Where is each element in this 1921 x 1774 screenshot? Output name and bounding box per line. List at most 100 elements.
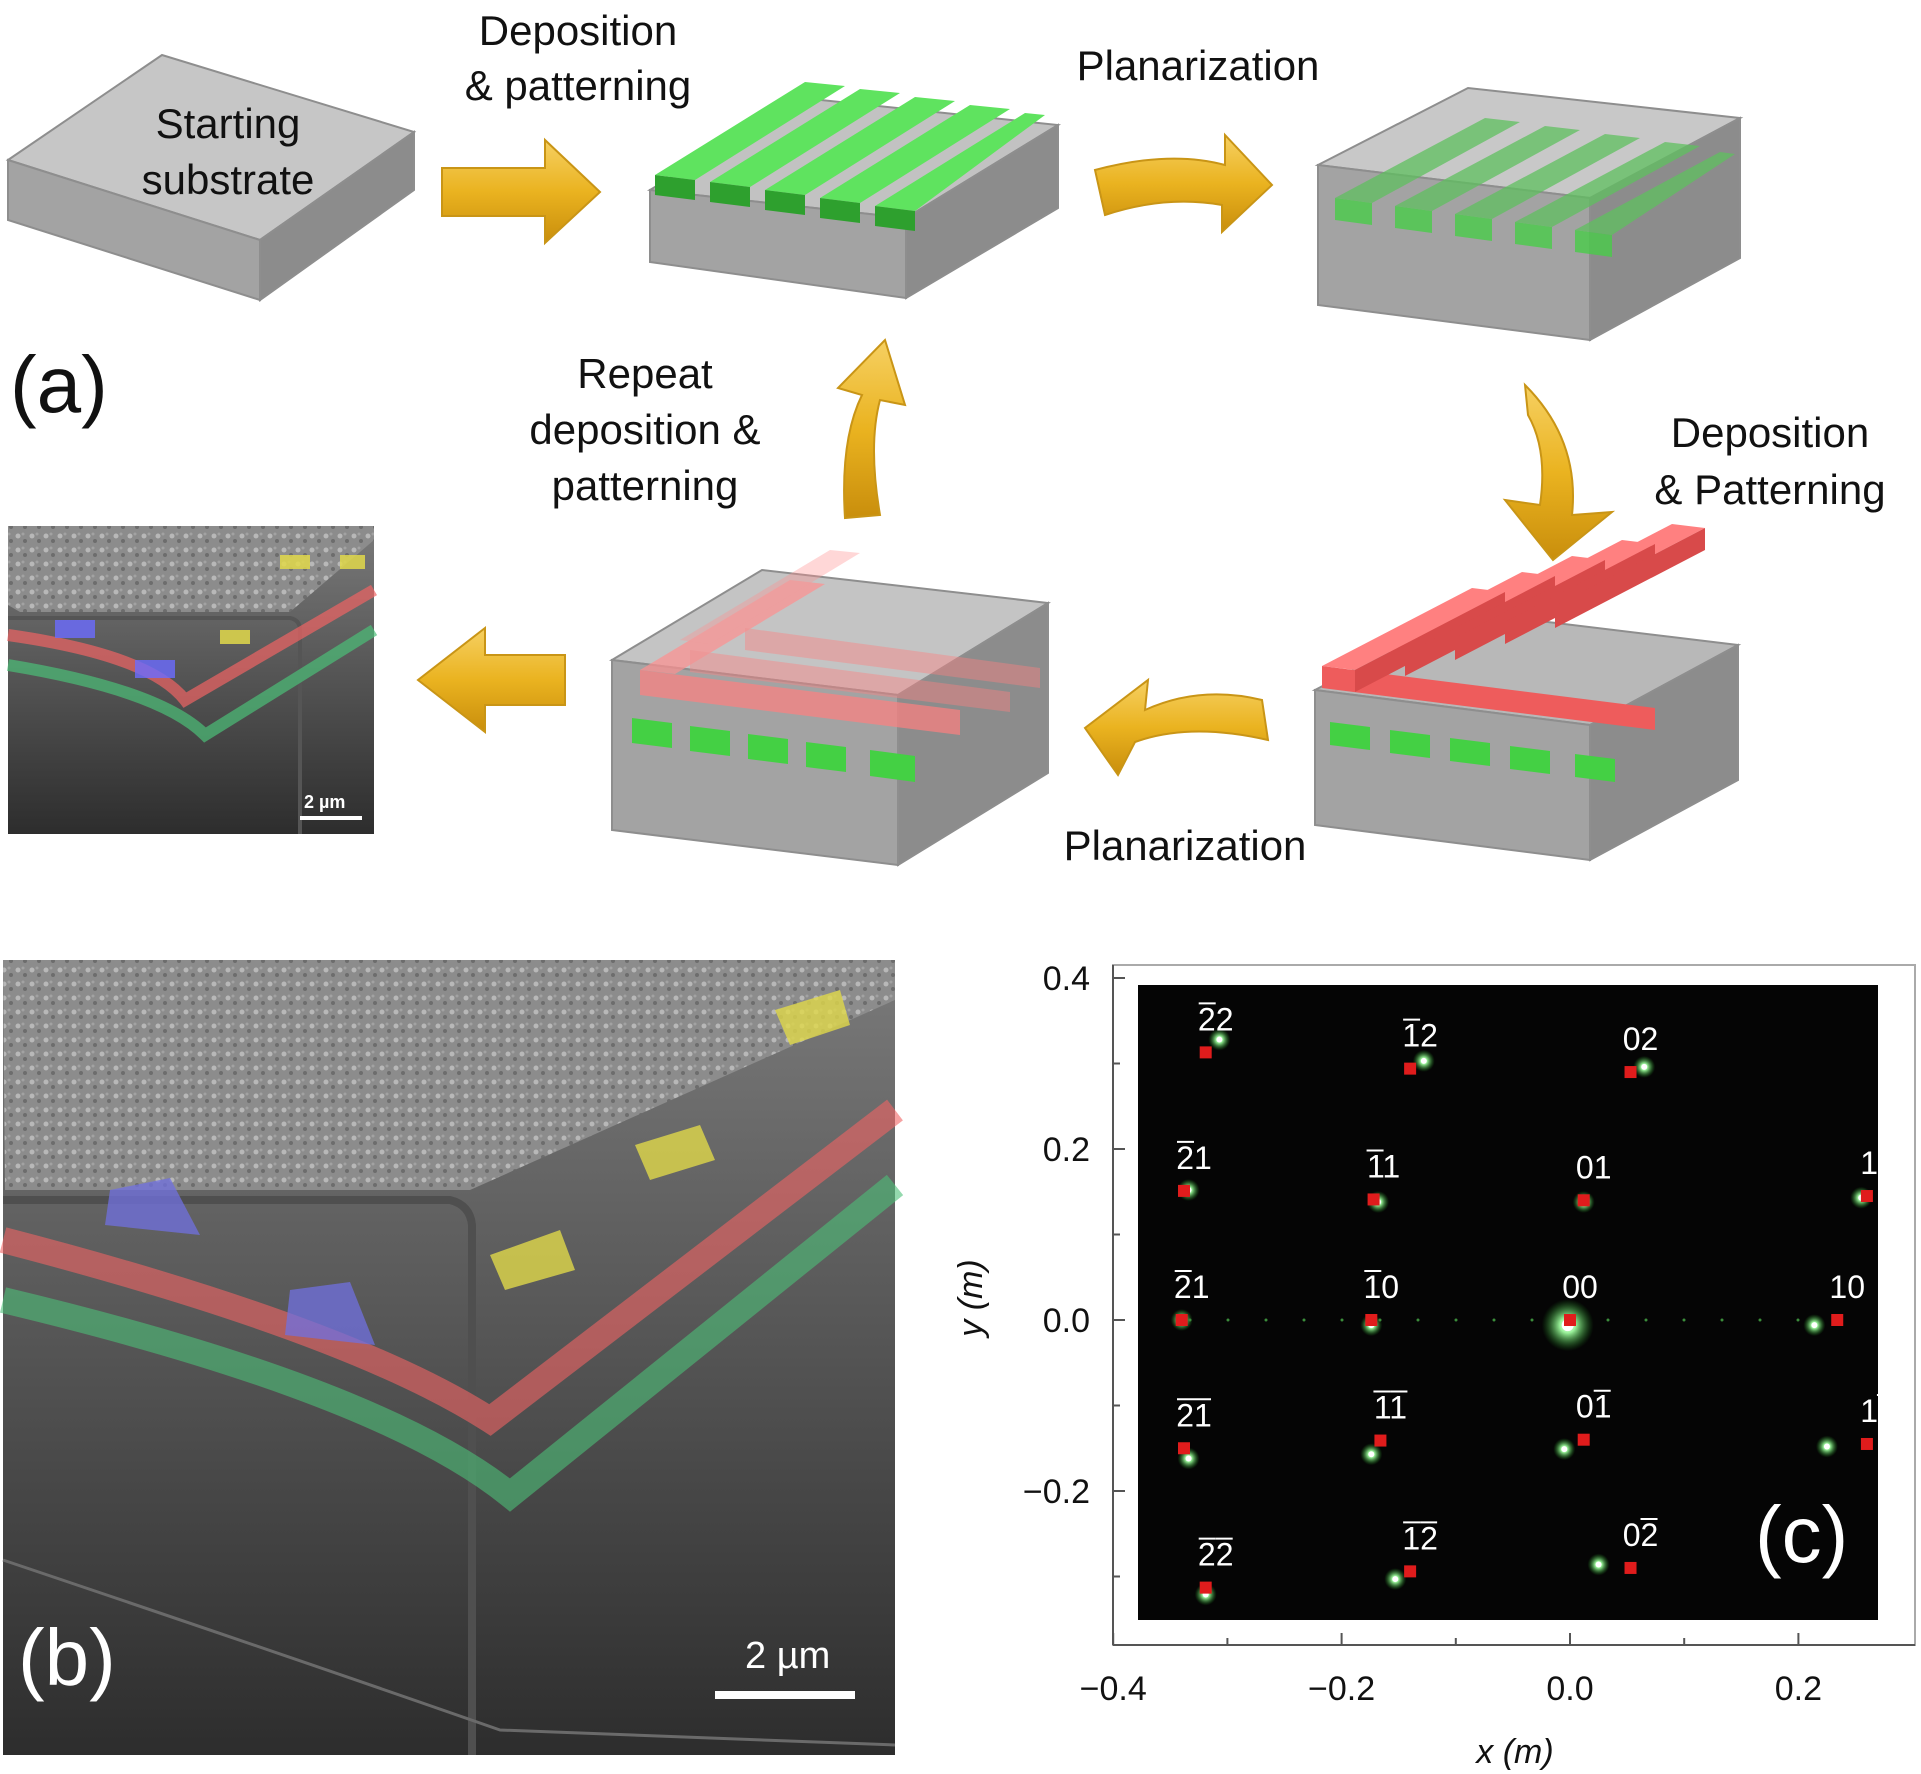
panel-a: Starting substrate Deposition & patterni…: [5, 7, 1886, 869]
marker: [1199, 1581, 1212, 1594]
x-tick-label: −0.2: [1308, 1670, 1375, 1708]
deposition-patterning-2-label-line1: Deposition: [1671, 409, 1869, 456]
streak-dot: [1416, 1318, 1420, 1322]
panel-b-sem-image: [0, 960, 904, 1755]
spot-label: 12: [1402, 1520, 1438, 1556]
spot-core: [1561, 1446, 1568, 1453]
streak-dot: [1492, 1318, 1496, 1322]
marker: [1178, 1442, 1191, 1455]
deposition-patterning-2-label-line2: & Patterning: [1654, 466, 1885, 513]
streak-dot: [1720, 1318, 1724, 1322]
spot-label: 11: [1374, 1390, 1407, 1426]
starting-substrate-label-line2: substrate: [142, 156, 315, 203]
embedded-green-bars: [1335, 118, 1735, 257]
streak-dot: [1758, 1318, 1762, 1322]
panel-a-label: (a): [10, 340, 108, 429]
panel-b-scale-label: 2 µm: [745, 1635, 830, 1677]
marker: [1178, 1184, 1191, 1197]
starting-substrate-block: [5, 53, 417, 302]
starting-substrate-label-line1: Starting: [156, 100, 301, 147]
process-arrow-2: [1093, 132, 1274, 235]
spot-label: 22: [1198, 1001, 1234, 1037]
process-arrow-1: [441, 137, 602, 246]
spot-core: [1185, 1455, 1192, 1462]
spot-label: 21: [1176, 1397, 1212, 1433]
marker: [1199, 1046, 1212, 1059]
y-tick-label: 0.2: [1043, 1131, 1090, 1169]
spot-core: [1811, 1322, 1818, 1329]
marker: [1404, 1062, 1417, 1075]
streak-dot: [1302, 1318, 1306, 1322]
spot-core: [1595, 1561, 1602, 1568]
planarized-green-block: [1314, 86, 1744, 342]
embedded-green-bars-2: [632, 718, 915, 782]
red-pattern-block: [1311, 524, 1742, 862]
spot-label: 10: [1829, 1269, 1865, 1305]
panel-b-label: (b): [18, 1613, 116, 1702]
diffraction-image: [1138, 985, 1878, 1620]
marker: [1577, 1194, 1590, 1207]
streak-dot: [1378, 1318, 1382, 1322]
streak-dot: [1530, 1318, 1534, 1322]
y-tick-label: 0.0: [1043, 1302, 1090, 1340]
deposition-patterning-label-line1: Deposition: [479, 7, 677, 54]
panel-c-label: (c): [1755, 1490, 1848, 1579]
planarization-label-2: Planarization: [1064, 822, 1307, 869]
streak-dot: [1796, 1318, 1800, 1322]
inset-scale-label: 2 µm: [304, 792, 345, 812]
spot-core: [1641, 1063, 1648, 1070]
marker: [1367, 1193, 1380, 1206]
green-under-bars: [1330, 722, 1615, 782]
simulated-markers: [1175, 1046, 1873, 1594]
marker: [1577, 1433, 1590, 1446]
streak-dot: [1264, 1318, 1268, 1322]
process-arrow-4: [1083, 677, 1270, 777]
marker: [1831, 1314, 1844, 1326]
planarization-label-1: Planarization: [1077, 42, 1320, 89]
marker: [1374, 1434, 1387, 1447]
spot-label: 11: [1860, 1145, 1893, 1181]
green-pattern-block: [646, 82, 1062, 300]
marker: [1860, 1190, 1873, 1203]
spot-label: 21: [1176, 1140, 1212, 1176]
streak-dot: [1188, 1318, 1192, 1322]
green-bars: [655, 82, 1045, 231]
embedded-red-bars: [640, 550, 1040, 735]
spot-core: [1392, 1576, 1399, 1583]
spot-label: 11: [1367, 1148, 1400, 1184]
y-tick-label: 0.4: [1043, 960, 1090, 998]
marker: [1860, 1437, 1873, 1450]
process-arrow-6: [416, 625, 566, 735]
marker: [1175, 1314, 1188, 1326]
streak-dot: [1340, 1318, 1344, 1322]
spot-label: 12: [1402, 1018, 1438, 1054]
deposition-patterning-label-line2: & patterning: [465, 62, 692, 109]
streak-dot: [1226, 1318, 1230, 1322]
process-arrow-5: [836, 338, 907, 520]
x-tick-label: 0.2: [1775, 1670, 1822, 1708]
spot-core: [1216, 1036, 1223, 1043]
spot-label: 02: [1623, 1517, 1659, 1553]
spot-label: 01: [1576, 1149, 1612, 1185]
marker: [1404, 1565, 1417, 1578]
marker: [1624, 1561, 1637, 1574]
repeat-label-line3: patterning: [552, 462, 739, 509]
streak-dot: [1644, 1318, 1648, 1322]
planarized-red-green-block: [608, 550, 1051, 867]
y-axis-label: y (m): [952, 1259, 990, 1338]
repeat-label-line1: Repeat: [577, 350, 713, 397]
x-tick-label: 0.0: [1546, 1670, 1593, 1708]
spot-core: [1823, 1443, 1830, 1450]
marker: [1365, 1314, 1378, 1326]
red-bars: [1322, 524, 1705, 730]
spot-label: 11: [1860, 1393, 1893, 1429]
spot-label: 10: [1363, 1269, 1399, 1305]
spot-label: 02: [1623, 1021, 1659, 1057]
x-axis-label: x (m): [1474, 1733, 1553, 1771]
streak-dot: [1454, 1318, 1458, 1322]
x-tick-label: −0.4: [1080, 1670, 1147, 1708]
